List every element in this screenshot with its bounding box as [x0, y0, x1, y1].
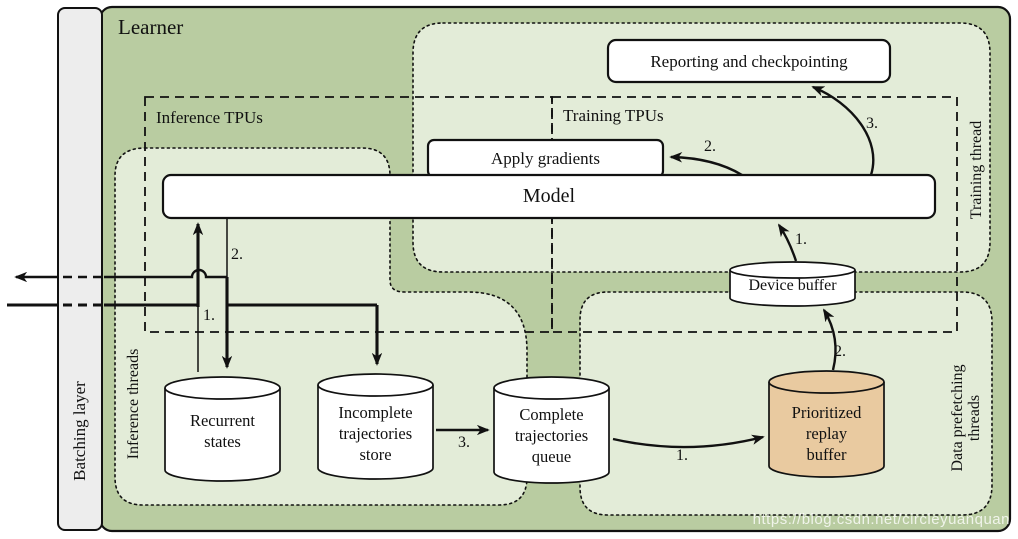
flow-arrows: [7, 85, 875, 449]
storage-cylinders: [164, 261, 885, 484]
csdn-watermark: https://blog.csdn.net/circleyuanquan: [752, 511, 1010, 528]
step-inference-1: 1.: [203, 307, 215, 324]
step-training-3: 3.: [866, 115, 878, 132]
reporting-checkpointing-label: Reporting and checkpointing: [650, 51, 848, 71]
step-inference-2: 2.: [231, 246, 243, 263]
step-inference-3: 3.: [458, 434, 470, 451]
training-thread-label: Training thread: [967, 120, 985, 220]
replay-buffer-label: Prioritized replay buffer: [791, 402, 862, 464]
batching-layer-box: [57, 7, 103, 531]
inference-tpus-label: Inference TPUs: [156, 107, 263, 127]
step-prefetch-1: 1.: [676, 447, 688, 464]
training-tpus-label: Training TPUs: [563, 105, 664, 125]
incomplete-store-label: Incomplete trajectories store: [338, 402, 413, 464]
apply-gradients-label: Apply gradients: [490, 149, 601, 168]
model-box: [161, 173, 937, 220]
learner-title: Learner: [118, 14, 184, 39]
inference-threads-label: Inference threads: [124, 348, 142, 460]
batching-layer-label: Batching layer: [69, 381, 89, 481]
inference-tpus-partition: [144, 96, 553, 333]
step-training-2: 2.: [704, 138, 716, 155]
reporting-checkpointing-box: [606, 38, 892, 84]
complete-queue-label: Complete trajectories queue: [514, 404, 589, 466]
device-buffer-label: Device buffer: [748, 276, 837, 294]
data-prefetching-threads-label: Data prefetching threads: [949, 364, 983, 472]
recurrent-states-label: Recurrent states: [189, 411, 256, 451]
step-training-1: 1.: [795, 231, 807, 248]
model-label: Model: [522, 185, 576, 207]
step-prefetch-2: 2.: [834, 343, 846, 360]
